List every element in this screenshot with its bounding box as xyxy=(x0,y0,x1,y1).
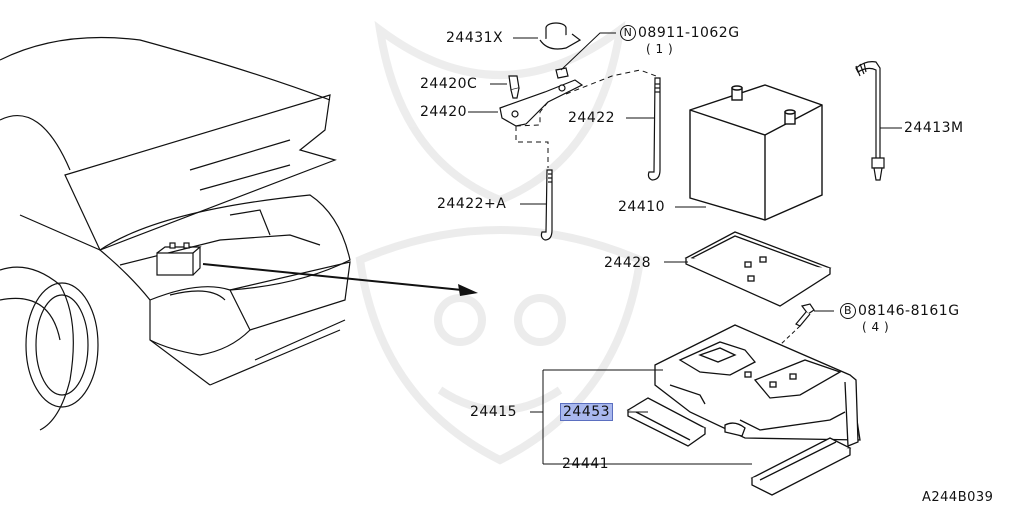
car-trunk-illustration xyxy=(0,36,351,431)
part-24410-battery-illustration xyxy=(689,84,823,221)
part-24415-bracket-illustration xyxy=(654,324,861,447)
part-24422-illustration xyxy=(647,77,661,181)
diagram-code: A244B039 xyxy=(922,490,994,505)
part-label-24415: 24415 xyxy=(470,404,518,420)
part-label-24441: 24441 xyxy=(562,456,610,472)
part-label-24453-highlighted[interactable]: 24453 xyxy=(560,403,614,421)
part-label-24420: 24420 xyxy=(420,104,468,120)
part-label-24428: 24428 xyxy=(604,255,652,271)
bolt-quantity: ( 4 ) xyxy=(862,320,890,334)
part-24413M-illustration xyxy=(855,61,885,181)
nut-quantity: ( 1 ) xyxy=(646,42,674,56)
part-24422A-illustration xyxy=(540,169,553,241)
part-label-24420C: 24420C xyxy=(420,76,478,92)
nut-symbol-icon: N xyxy=(620,25,636,41)
part-label-24422A: 24422+A xyxy=(437,196,507,212)
part-24441-strip-illustration xyxy=(750,437,852,496)
part-24420C-illustration xyxy=(508,75,520,99)
watermark-logo xyxy=(355,20,645,465)
part-24428-tray-illustration xyxy=(684,231,832,307)
part-24420-illustration xyxy=(499,67,584,127)
bolt-illustration xyxy=(795,303,815,327)
nut-part-number: 08911-1062G xyxy=(638,25,740,41)
location-arrow xyxy=(202,263,478,296)
part-label-24413M: 24413M xyxy=(904,120,964,136)
bolt-part-number: 08146-8161G xyxy=(858,303,960,319)
bolt-symbol-icon: B xyxy=(840,303,856,319)
part-label-24422: 24422 xyxy=(568,110,616,126)
part-label-24431X: 24431X xyxy=(446,30,504,46)
part-24453-strip-illustration xyxy=(626,397,707,447)
part-24431X-illustration xyxy=(539,22,582,50)
part-label-24410: 24410 xyxy=(618,199,666,215)
